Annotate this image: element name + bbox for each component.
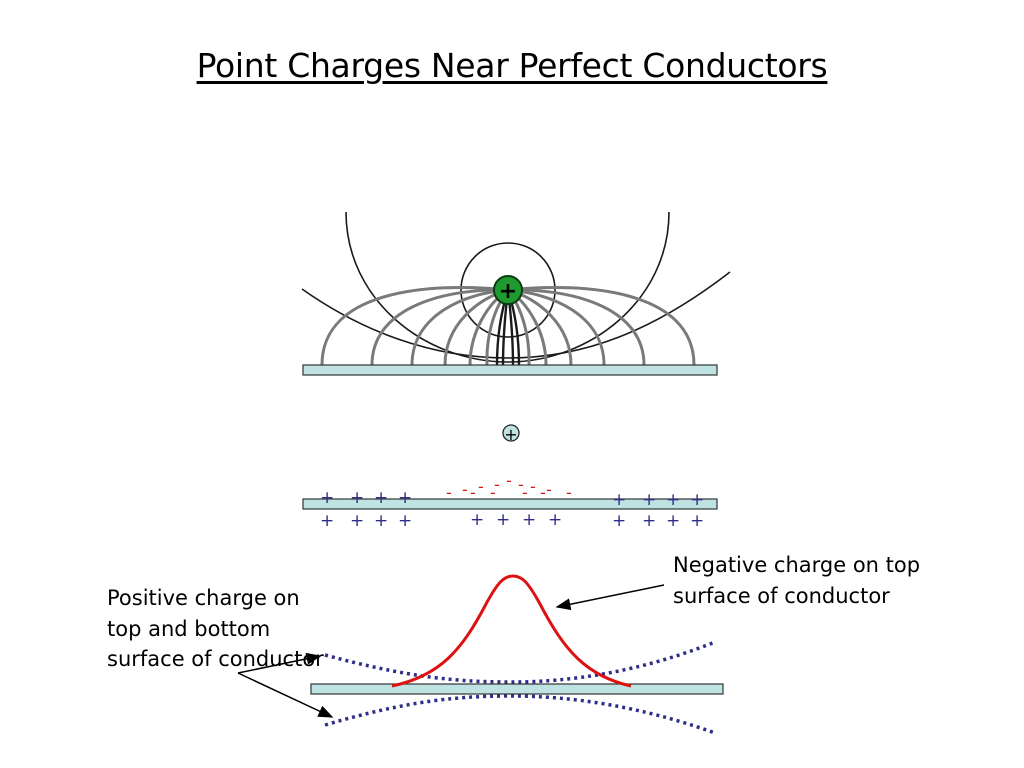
pos-top-4: + <box>398 488 412 508</box>
pos-bot-9: + <box>612 511 626 531</box>
pos-top-5: + <box>612 490 626 510</box>
small-circle <box>460 242 556 338</box>
point-charge-plus: + <box>499 279 517 304</box>
arrow-positive-bottom <box>237 672 334 718</box>
field-arc-1 <box>320 286 509 366</box>
pos-bot-3: + <box>374 511 388 531</box>
positive-density-bottom-curve <box>324 694 716 735</box>
neg-charge-7: - <box>546 480 552 499</box>
pos-bot-11: + <box>666 511 680 531</box>
conductor-plate-bottom <box>310 683 724 695</box>
point-charge-green <box>493 275 523 305</box>
conductor-plate-middle <box>302 498 718 510</box>
arrow-positive-top <box>237 652 322 674</box>
pos-bot-4: + <box>398 511 412 531</box>
conductor-plate-top <box>302 364 718 376</box>
point-charge-small-plus: + <box>504 425 517 444</box>
arrow-negative <box>555 584 665 611</box>
positive-charges-top: + + + + + + + + <box>320 488 704 510</box>
point-charge-small <box>502 424 520 442</box>
pos-top-6: + <box>642 490 656 510</box>
negative-charges: - - - - - - - - - - - - - <box>446 471 572 502</box>
pos-bot-1: + <box>320 511 334 531</box>
neg-charge-6: - <box>462 480 468 499</box>
positive-density-top-curve <box>324 640 716 684</box>
pos-bot-10: + <box>642 511 656 531</box>
negative-density-curve <box>391 574 632 688</box>
field-line-panel: + <box>301 211 731 376</box>
neg-charge-2: - <box>518 475 524 494</box>
charge-distribution-panel: + - - - - - - - - - - - - - + + <box>302 424 718 531</box>
slide-title: Point Charges Near Perfect Conductors <box>196 46 828 85</box>
neg-charge-4: - <box>478 477 484 496</box>
neg-charge-3: - <box>494 475 500 494</box>
outer-arc-1 <box>345 211 670 363</box>
pos-top-1: + <box>320 488 334 508</box>
pos-top-7: + <box>666 490 680 510</box>
field-arc-9 <box>507 288 606 366</box>
field-arc-3 <box>410 288 509 366</box>
field-arc-8 <box>507 288 646 366</box>
neg-charge-8: - <box>446 483 452 502</box>
neg-charge-12: - <box>522 483 528 502</box>
pos-top-3: + <box>374 488 388 508</box>
pos-bot-5: + <box>470 510 484 530</box>
pos-bot-6: + <box>496 510 510 530</box>
pos-bot-8: + <box>548 510 562 530</box>
pos-bot-12: + <box>690 511 704 531</box>
outer-arc-2 <box>301 271 731 359</box>
annotation-positive-charge: Positive charge on top and bottom surfac… <box>107 586 324 671</box>
neg-charge-1: - <box>506 471 512 490</box>
field-arc-7 <box>507 286 696 366</box>
pos-top-2: + <box>350 488 364 508</box>
neg-charge-5: - <box>530 477 536 496</box>
pos-bot-7: + <box>522 510 536 530</box>
neg-charge-11: - <box>490 483 496 502</box>
neg-charge-9: - <box>566 483 572 502</box>
pos-top-8: + <box>690 490 704 510</box>
charge-density-panel <box>237 574 724 735</box>
field-arc-2 <box>370 288 509 366</box>
neg-charge-10: - <box>470 483 476 502</box>
pos-bot-2: + <box>350 511 364 531</box>
neg-charge-13: - <box>540 483 546 502</box>
positive-charges-bottom: + + + + + + + + + + + + <box>320 510 704 531</box>
annotation-negative-charge: Negative charge on top surface of conduc… <box>673 553 921 608</box>
